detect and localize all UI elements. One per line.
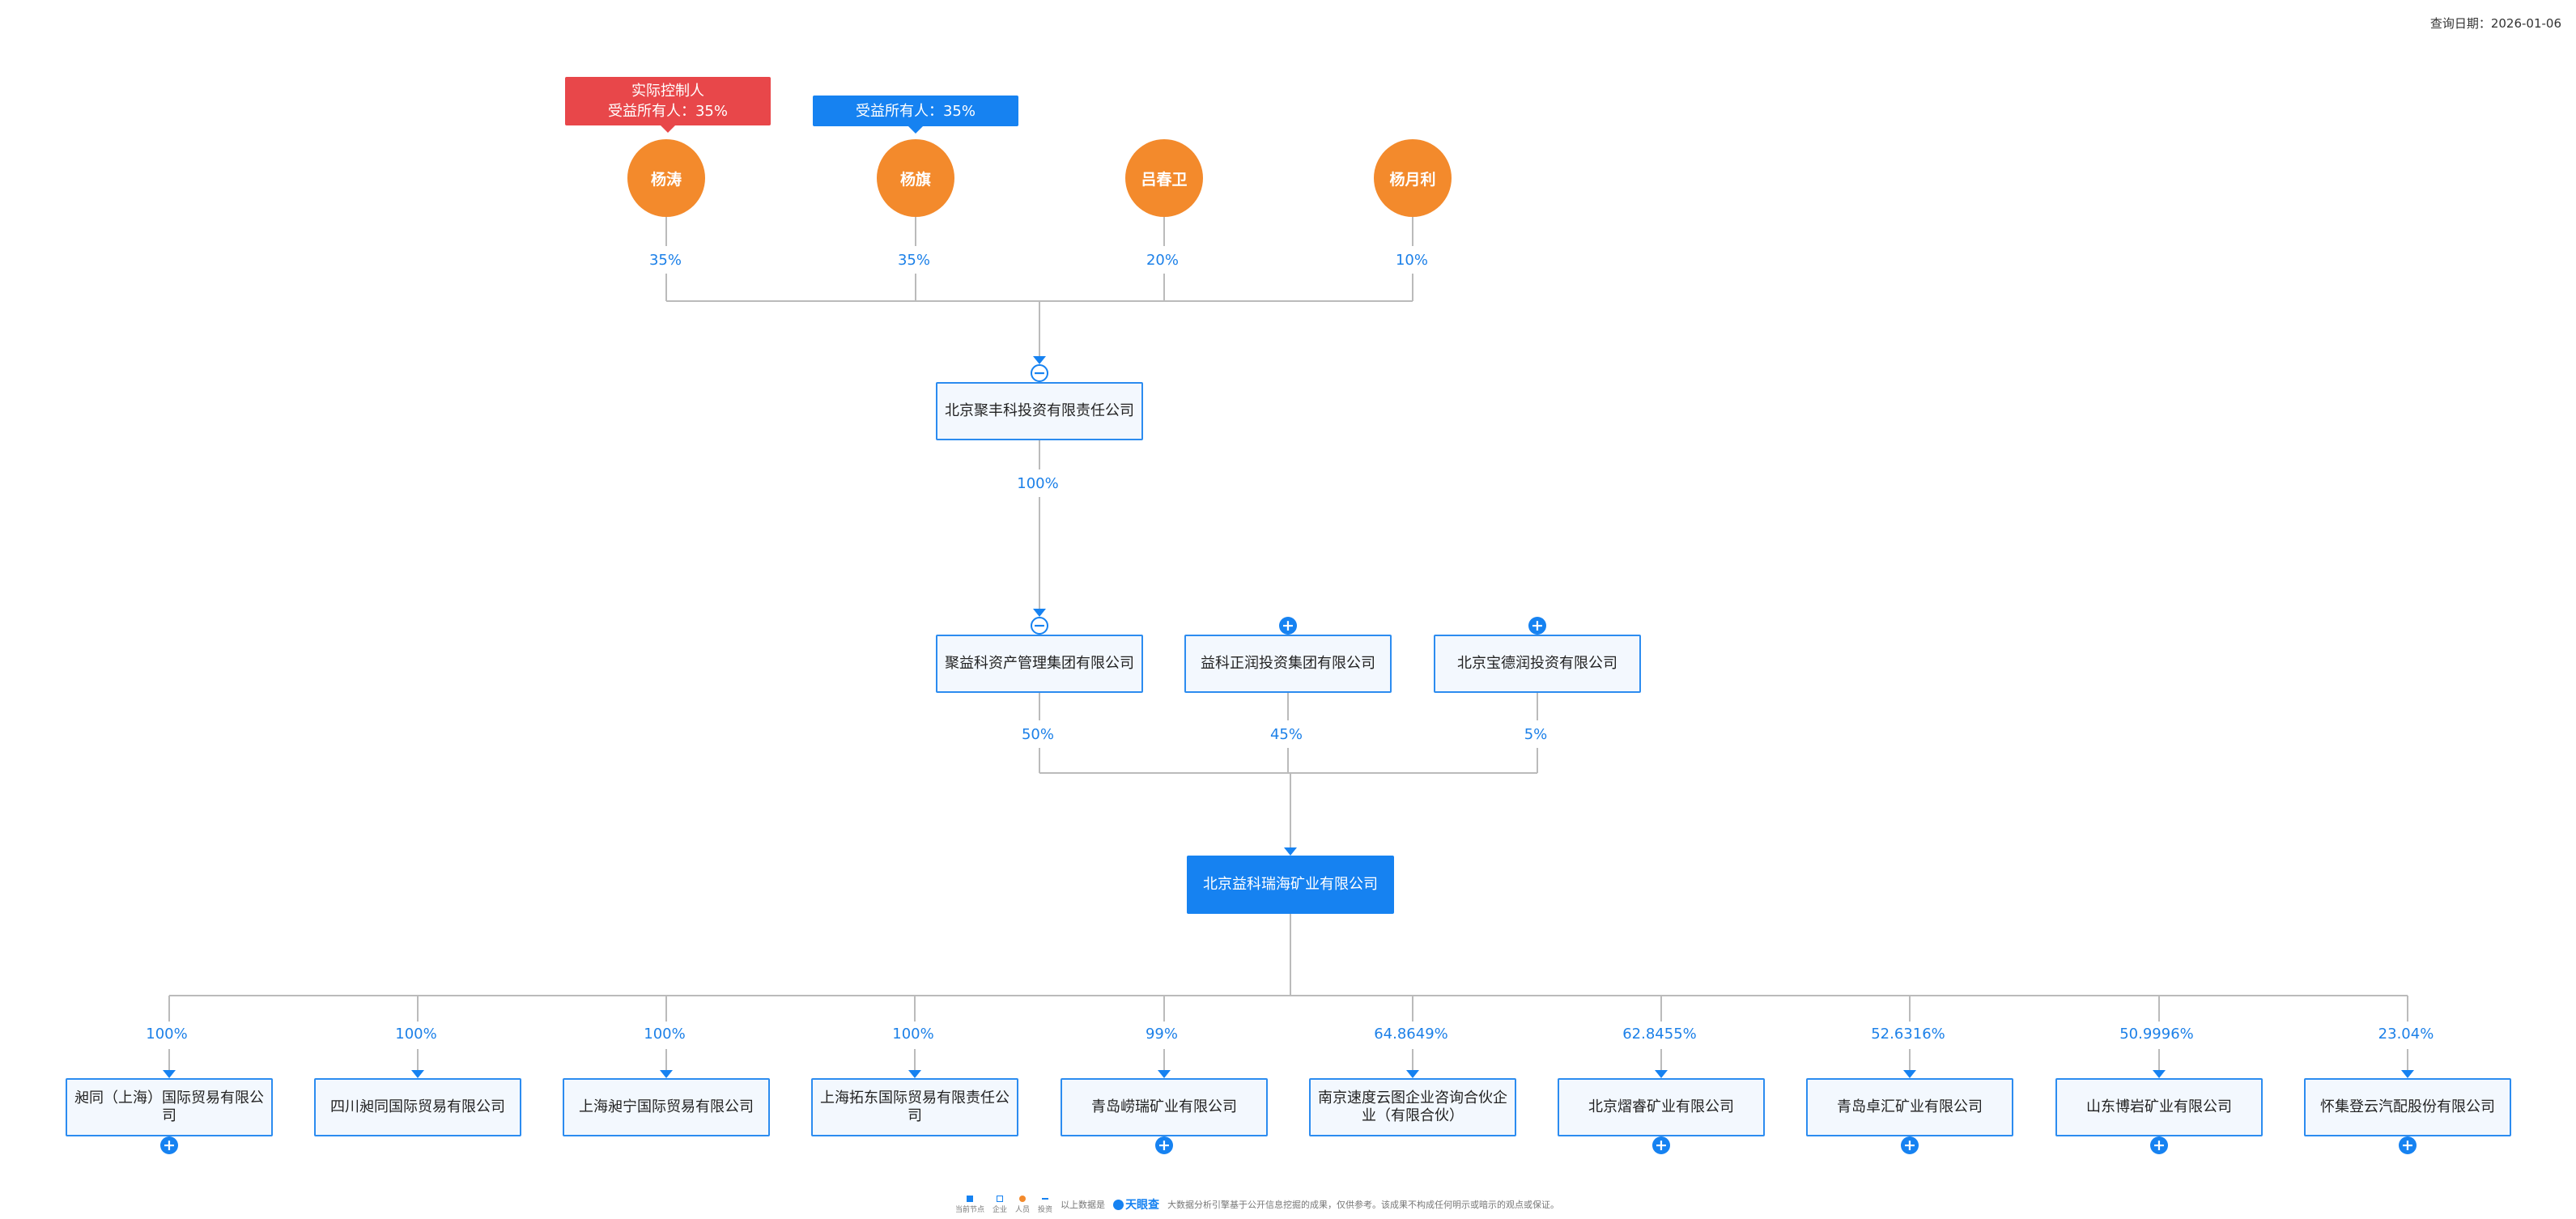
person-node[interactable]: 杨旗 (877, 139, 954, 217)
share-percent: 100% (892, 1026, 934, 1043)
share-percent: 100% (146, 1026, 188, 1043)
subsidiary-node[interactable]: 青岛崂瑞矿业有限公司 (1061, 1078, 1268, 1136)
share-percent: 100% (1017, 475, 1059, 492)
subsidiary-node[interactable]: 南京速度云图企业咨询合伙企业（有限合伙） (1309, 1078, 1516, 1136)
subsidiary-node[interactable]: 四川昶同国际贸易有限公司 (314, 1078, 521, 1136)
square-outline-icon (997, 1195, 1004, 1202)
share-percent: 35% (648, 252, 682, 269)
arrow-icon (411, 1070, 424, 1078)
arrow-icon (1158, 1070, 1171, 1078)
arrow-icon (1033, 609, 1046, 617)
share-percent: 100% (395, 1026, 437, 1043)
legend-item: 投资 (1038, 1196, 1052, 1214)
share-percent: 99% (1145, 1026, 1178, 1043)
brand-eye-icon (1113, 1199, 1124, 1210)
expand-icon[interactable]: + (1901, 1136, 1919, 1154)
expand-icon[interactable]: + (1279, 617, 1297, 635)
circle-icon (1019, 1195, 1027, 1202)
square-icon (967, 1195, 973, 1202)
arrow-icon (660, 1070, 673, 1078)
company-node-level1[interactable]: 北京聚丰科投资有限责任公司 (936, 382, 1143, 440)
target-company-node[interactable]: 北京益科瑞海矿业有限公司 (1187, 856, 1394, 914)
share-percent: 23.04% (2378, 1026, 2434, 1043)
arrow-icon (1042, 1197, 1049, 1200)
arrow-icon (1406, 1070, 1419, 1078)
subsidiary-node[interactable]: 北京熠睿矿业有限公司 (1558, 1078, 1765, 1136)
diagram-legend: 当前节点 企业 人员 投资 以上数据是 天眼查 大数据分析引擎基于公开信息挖掘的… (955, 1195, 1559, 1214)
share-percent: 52.6316% (1871, 1026, 1945, 1043)
share-percent: 20% (1146, 252, 1179, 269)
arrow-icon (1033, 356, 1046, 364)
person-tag-yang-qi: 受益所有人：35% (813, 96, 1018, 134)
arrow-icon (1903, 1070, 1916, 1078)
tag-line: 受益所有人：35% (855, 102, 976, 120)
subsidiary-node[interactable]: 青岛卓汇矿业有限公司 (1806, 1078, 2013, 1136)
brand-logo: 天眼查 (1113, 1196, 1159, 1213)
arrow-icon (2153, 1070, 2166, 1078)
subsidiary-node[interactable]: 上海拓东国际贸易有限责任公司 (811, 1078, 1018, 1136)
expand-icon[interactable]: + (1528, 617, 1546, 635)
share-percent: 35% (897, 252, 930, 269)
company-node-level2[interactable]: 北京宝德润投资有限公司 (1434, 635, 1641, 693)
company-node-level2[interactable]: 聚益科资产管理集团有限公司 (936, 635, 1143, 693)
subsidiary-node[interactable]: 昶同（上海）国际贸易有限公司 (66, 1078, 273, 1136)
expand-icon[interactable]: + (1155, 1136, 1173, 1154)
arrow-icon (1655, 1070, 1668, 1078)
collapse-icon[interactable]: − (1031, 617, 1048, 635)
person-tag-yang-tao: 实际控制人 受益所有人：35% (565, 77, 771, 133)
share-percent: 100% (644, 1026, 686, 1043)
expand-icon[interactable]: + (2150, 1136, 2168, 1154)
source-suffix: 大数据分析引擎基于公开信息挖掘的成果，仅供参考。该成果不构成任何明示或暗示的观点… (1167, 1200, 1560, 1210)
arrow-icon (2401, 1070, 2414, 1078)
subsidiary-node[interactable]: 怀集登云汽配股份有限公司 (2304, 1078, 2511, 1136)
share-percent: 62.8455% (1622, 1026, 1697, 1043)
subsidiary-node[interactable]: 上海昶宁国际贸易有限公司 (563, 1078, 770, 1136)
arrow-icon (163, 1070, 176, 1078)
company-node-level2[interactable]: 益科正润投资集团有限公司 (1184, 635, 1392, 693)
expand-icon[interactable]: + (160, 1136, 178, 1154)
collapse-icon[interactable]: − (1031, 364, 1048, 382)
tag-line: 实际控制人 (631, 83, 704, 100)
legend-item: 企业 (993, 1195, 1007, 1214)
arrow-icon (1284, 847, 1297, 856)
query-date: 查询日期：2026-01-06 (2429, 16, 2561, 31)
arrow-icon (908, 1070, 921, 1078)
share-percent: 45% (1269, 726, 1303, 743)
share-percent: 50.9996% (2119, 1026, 2194, 1043)
source-prefix: 以上数据是 (1061, 1200, 1106, 1210)
share-percent: 10% (1395, 252, 1428, 269)
person-node[interactable]: 吕春卫 (1125, 139, 1203, 217)
tag-line: 受益所有人：35% (607, 103, 728, 120)
share-percent: 64.8649% (1374, 1026, 1448, 1043)
expand-icon[interactable]: + (2399, 1136, 2417, 1154)
person-node[interactable]: 杨月利 (1374, 139, 1452, 217)
legend-item: 人员 (1015, 1195, 1030, 1214)
expand-icon[interactable]: + (1652, 1136, 1670, 1154)
share-percent: 5% (1524, 726, 1548, 743)
share-percent: 50% (1021, 726, 1054, 743)
person-node[interactable]: 杨涛 (627, 139, 705, 217)
subsidiary-node[interactable]: 山东博岩矿业有限公司 (2055, 1078, 2263, 1136)
legend-item: 当前节点 (955, 1195, 984, 1214)
